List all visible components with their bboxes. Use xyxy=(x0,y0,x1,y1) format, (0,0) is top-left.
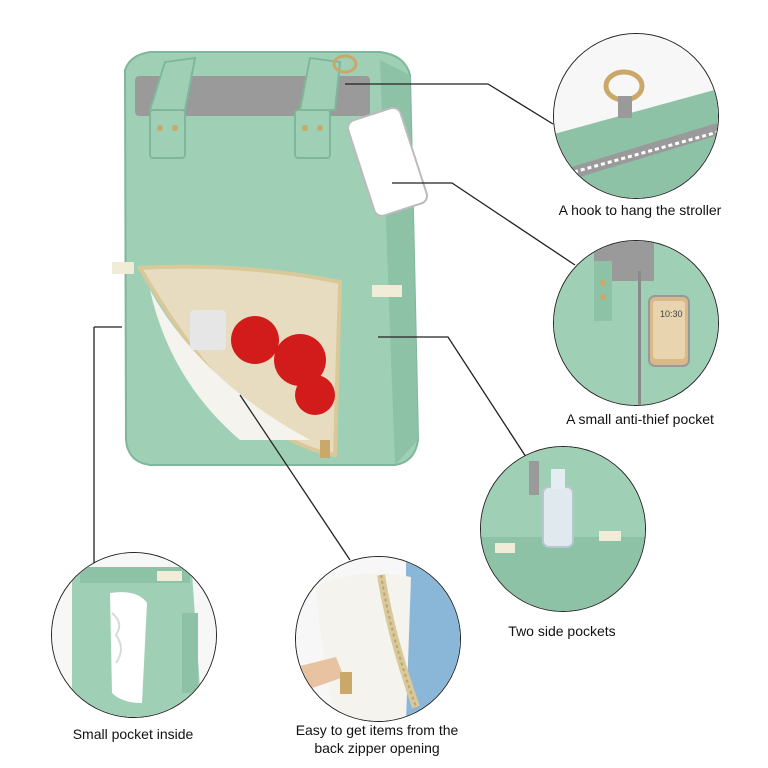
hook-label: A hook to hang the stroller xyxy=(558,202,722,218)
phone-time-text: 10:30 xyxy=(660,309,683,319)
side-pockets-label: Two side pockets xyxy=(508,623,616,639)
inside-pocket-detail-circle xyxy=(51,552,217,718)
inside-pocket-label: Small pocket inside xyxy=(72,726,194,742)
hook-detail-circle xyxy=(553,33,719,199)
side-pockets-detail-circle xyxy=(480,446,646,612)
back-zipper-label-line2: back zipper opening xyxy=(314,739,440,756)
back-zipper-label-line1: Easy to get items from the xyxy=(295,722,459,738)
anti-thief-label: A small anti-thief pocket xyxy=(566,411,714,427)
back-zipper-detail-circle xyxy=(295,556,461,722)
back-zipper-label: Easy to get items from the back zipper o… xyxy=(265,722,489,757)
anti-thief-detail-circle: 10:30 xyxy=(553,240,719,406)
